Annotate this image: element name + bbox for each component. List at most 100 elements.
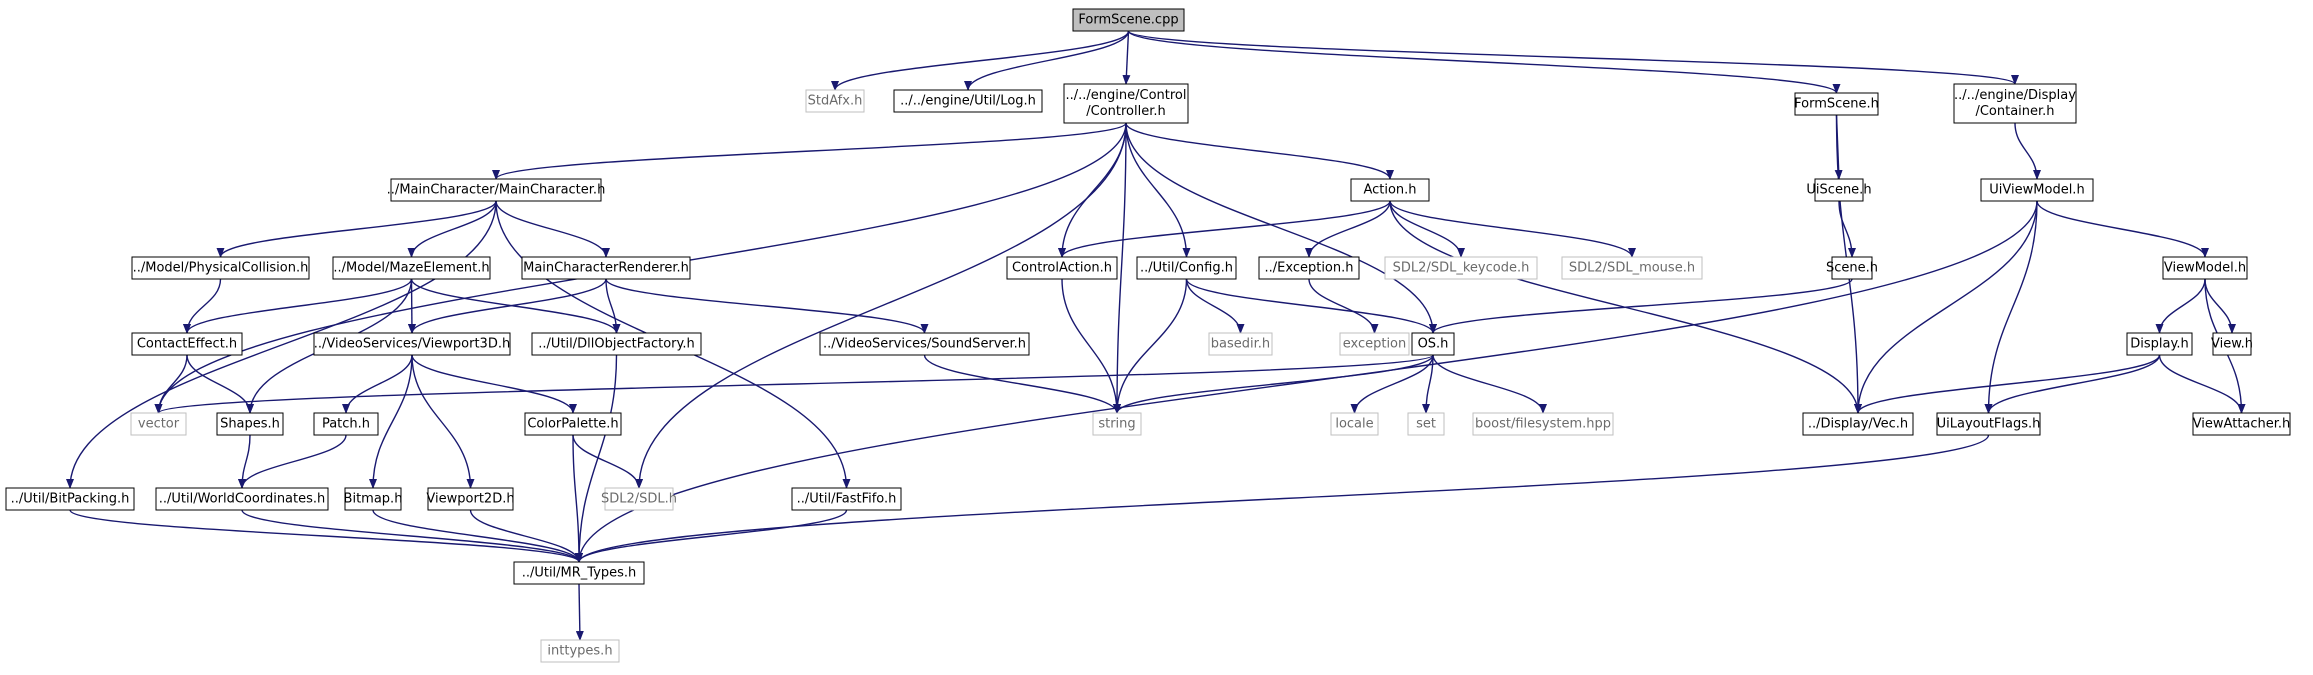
node-string[interactable]: string — [1092, 412, 1142, 436]
node-box — [1384, 256, 1538, 280]
node-vec[interactable]: ../Display/Vec.h — [1802, 412, 1914, 436]
node-basedir[interactable]: basedir.h — [1208, 332, 1273, 356]
node-label: ../Util/BitPacking.h — [11, 492, 130, 507]
node-label: /Controller.h — [1086, 104, 1166, 119]
node-label: UiViewModel.h — [1989, 183, 2084, 198]
node-controlaction[interactable]: ControlAction.h — [1006, 256, 1118, 280]
node-label: ../Util/WorldCoordinates.h — [159, 492, 326, 507]
edge-container-to-uiviewmodel — [2014, 122, 2041, 180]
node-label: locale — [1335, 417, 1373, 432]
node-sdl_keycode[interactable]: SDL2/SDL_keycode.h — [1384, 256, 1538, 280]
node-worldcoords[interactable]: ../Util/WorldCoordinates.h — [155, 487, 329, 511]
node-bitpacking[interactable]: ../Util/BitPacking.h — [5, 487, 135, 511]
node-label: FormScene.cpp — [1078, 13, 1178, 28]
node-label: ../Util/DllObjectFactory.h — [538, 337, 694, 352]
node-viewport2d[interactable]: Viewport2D.h — [426, 487, 515, 511]
node-vector[interactable]: vector — [130, 412, 187, 436]
edge-formscene_cpp-to-stdafx — [831, 30, 1130, 91]
node-mcrenderer[interactable]: MainCharacterRenderer.h — [521, 256, 691, 280]
node-label: SDL2/SDL.h — [601, 492, 677, 507]
node-scene[interactable]: Scene.h — [1826, 256, 1878, 280]
node-patch[interactable]: Patch.h — [313, 412, 379, 436]
edge-soundserver-to-string — [923, 354, 1121, 414]
node-viewattacher[interactable]: ViewAttacher.h — [2192, 412, 2291, 436]
node-stdafx[interactable]: StdAfx.h — [805, 89, 865, 113]
edge-controller-to-action — [1125, 122, 1394, 180]
node-box — [805, 89, 865, 113]
node-box — [540, 639, 620, 663]
node-config[interactable]: ../Util/Config.h — [1136, 256, 1237, 280]
node-box — [791, 487, 902, 511]
node-uilayoutflags[interactable]: UiLayoutFlags.h — [1936, 412, 2041, 436]
node-fastfifo[interactable]: ../Util/FastFifo.h — [791, 487, 902, 511]
node-box — [1350, 178, 1430, 202]
node-contacteffect[interactable]: ContactEffect.h — [131, 332, 243, 356]
node-exception[interactable]: exception — [1339, 332, 1410, 356]
edge-contacteffect-to-shapes — [186, 354, 254, 414]
node-label: ../../engine/Display — [1954, 88, 2076, 103]
edge-viewport3d-to-colorpalette — [411, 354, 577, 414]
node-locale[interactable]: locale — [1330, 412, 1379, 436]
node-box — [521, 256, 691, 280]
node-dllfactory[interactable]: ../Util/DllObjectFactory.h — [531, 332, 702, 356]
edge-mazeelement-to-viewport3d — [407, 278, 416, 334]
node-display[interactable]: Display.h — [2126, 332, 2193, 356]
node-boostfs[interactable]: boost/filesystem.hpp — [1472, 412, 1614, 436]
node-exception_h[interactable]: ../Exception.h — [1258, 256, 1360, 280]
edge-fastfifo-to-mrtypes — [575, 509, 848, 563]
edge-formscene_cpp-to-formscene_h — [1127, 30, 1841, 94]
node-maincharacter[interactable]: ../MainCharacter/MainCharacter.h — [387, 178, 606, 202]
edge-os-to-set — [1422, 354, 1434, 414]
node-os[interactable]: OS.h — [1411, 332, 1455, 356]
node-box — [344, 487, 402, 511]
node-mrtypes[interactable]: ../Util/MR_Types.h — [513, 561, 645, 585]
node-sdl_mouse[interactable]: SDL2/SDL_mouse.h — [1561, 256, 1703, 280]
node-box — [1411, 332, 1455, 356]
node-box — [313, 412, 379, 436]
node-mazeelement[interactable]: ../Model/MazeElement.h — [332, 256, 491, 280]
edge-maincharacter-to-mazeelement — [407, 200, 497, 258]
node-viewmodel[interactable]: ViewModel.h — [2162, 256, 2248, 280]
edge-mcrenderer-to-soundserver — [605, 278, 929, 334]
node-formscene_h[interactable]: FormScene.h — [1794, 92, 1879, 116]
node-view[interactable]: View.h — [2211, 332, 2253, 356]
node-label: ../Util/MR_Types.h — [522, 566, 637, 581]
node-log[interactable]: ../../engine/Util/Log.h — [893, 89, 1043, 113]
edge-maincharacter-to-physcoll — [216, 200, 497, 258]
node-soundserver[interactable]: ../VideoServices/SoundServer.h — [819, 332, 1030, 356]
node-container[interactable]: ../../engine/Display/Container.h — [1953, 83, 2077, 124]
edge-formscene_cpp-to-container — [1127, 30, 2019, 85]
edge-worldcoords-to-mrtypes — [241, 509, 583, 563]
node-bitmap[interactable]: Bitmap.h — [344, 487, 403, 511]
node-box — [1258, 256, 1360, 280]
node-box — [1831, 256, 1873, 280]
node-controller[interactable]: ../../engine/Control/Controller.h — [1063, 83, 1189, 124]
node-box — [1814, 178, 1864, 202]
node-uiscene[interactable]: UiScene.h — [1806, 178, 1872, 202]
node-viewport3d[interactable]: ../VideoServices/Viewport3D.h — [313, 332, 511, 356]
edge-os-to-string — [1113, 354, 1434, 414]
node-physcoll[interactable]: ../Model/PhysicalCollision.h — [131, 256, 310, 280]
node-uiviewmodel[interactable]: UiViewModel.h — [1980, 178, 2094, 202]
node-sdl[interactable]: SDL2/SDL.h — [601, 487, 677, 511]
node-box — [2126, 332, 2193, 356]
node-colorpalette[interactable]: ColorPalette.h — [524, 412, 622, 436]
node-label: ../Util/Config.h — [1140, 261, 1233, 276]
edge-viewport3d-to-patch — [342, 354, 413, 414]
node-box — [332, 256, 491, 280]
node-formscene_cpp[interactable]: FormScene.cpp — [1072, 8, 1185, 32]
node-label: ../Exception.h — [1265, 261, 1354, 276]
node-shapes[interactable]: Shapes.h — [216, 412, 284, 436]
node-label: ../../engine/Control — [1066, 88, 1187, 103]
node-label: vector — [138, 417, 180, 432]
node-box — [155, 487, 329, 511]
node-set[interactable]: set — [1407, 412, 1445, 436]
node-box — [1063, 83, 1189, 124]
edge-mazeelement-to-dllfactory — [410, 278, 621, 334]
node-inttypes[interactable]: inttypes.h — [540, 639, 620, 663]
node-box — [1802, 412, 1914, 436]
node-action[interactable]: Action.h — [1350, 178, 1430, 202]
edge-maincharacter-to-mcrenderer — [495, 200, 610, 258]
edge-display-to-uilayoutflags — [1984, 354, 2161, 414]
